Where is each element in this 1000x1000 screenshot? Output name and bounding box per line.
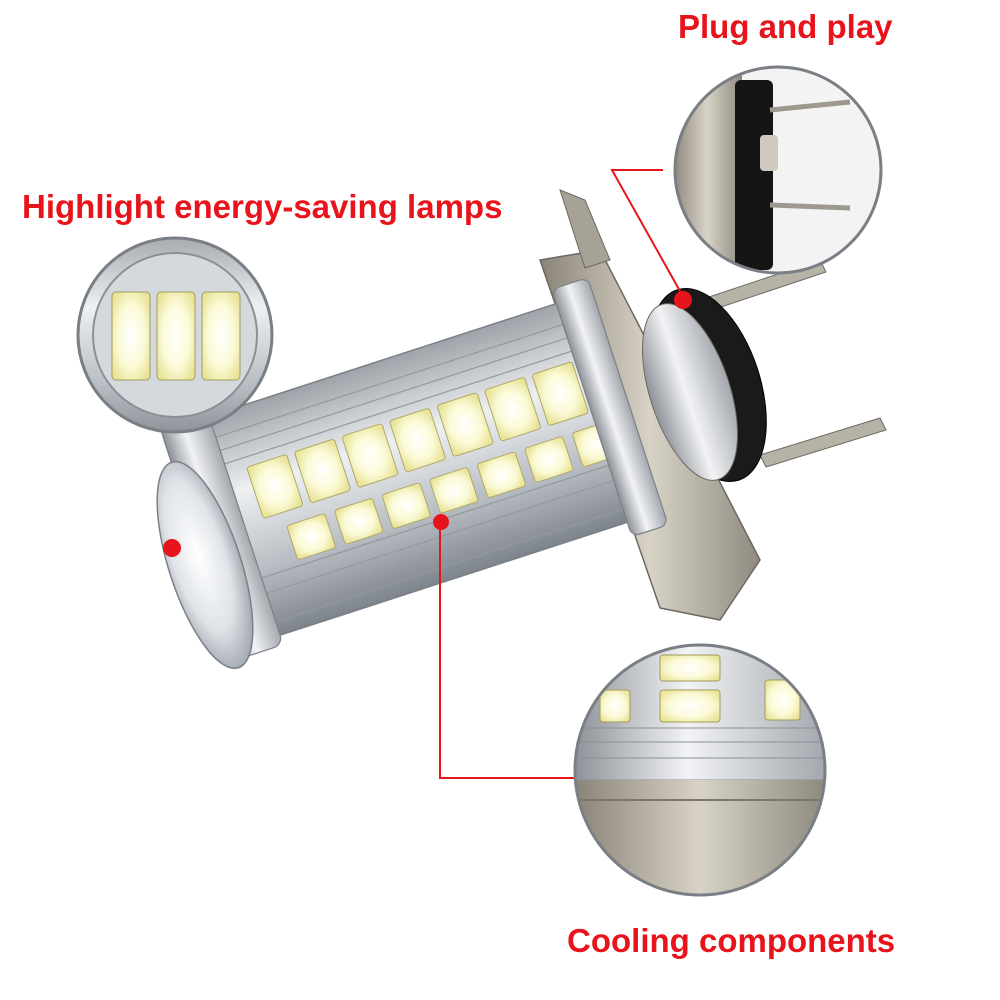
callout-cooling-components: Cooling components [567,922,896,959]
callout-dots [163,291,692,557]
led-row-upper [246,361,589,519]
callout-plug-and-play: Plug and play [678,8,893,45]
inset-cooling-closeup [573,643,827,897]
bulb-front-lens [156,460,254,670]
inset-plug-closeup [673,65,883,275]
inset-led-closeup [76,236,274,434]
callout-highlight-energy-saving: Highlight energy-saving lamps [22,188,503,225]
leader-lines [439,169,686,779]
